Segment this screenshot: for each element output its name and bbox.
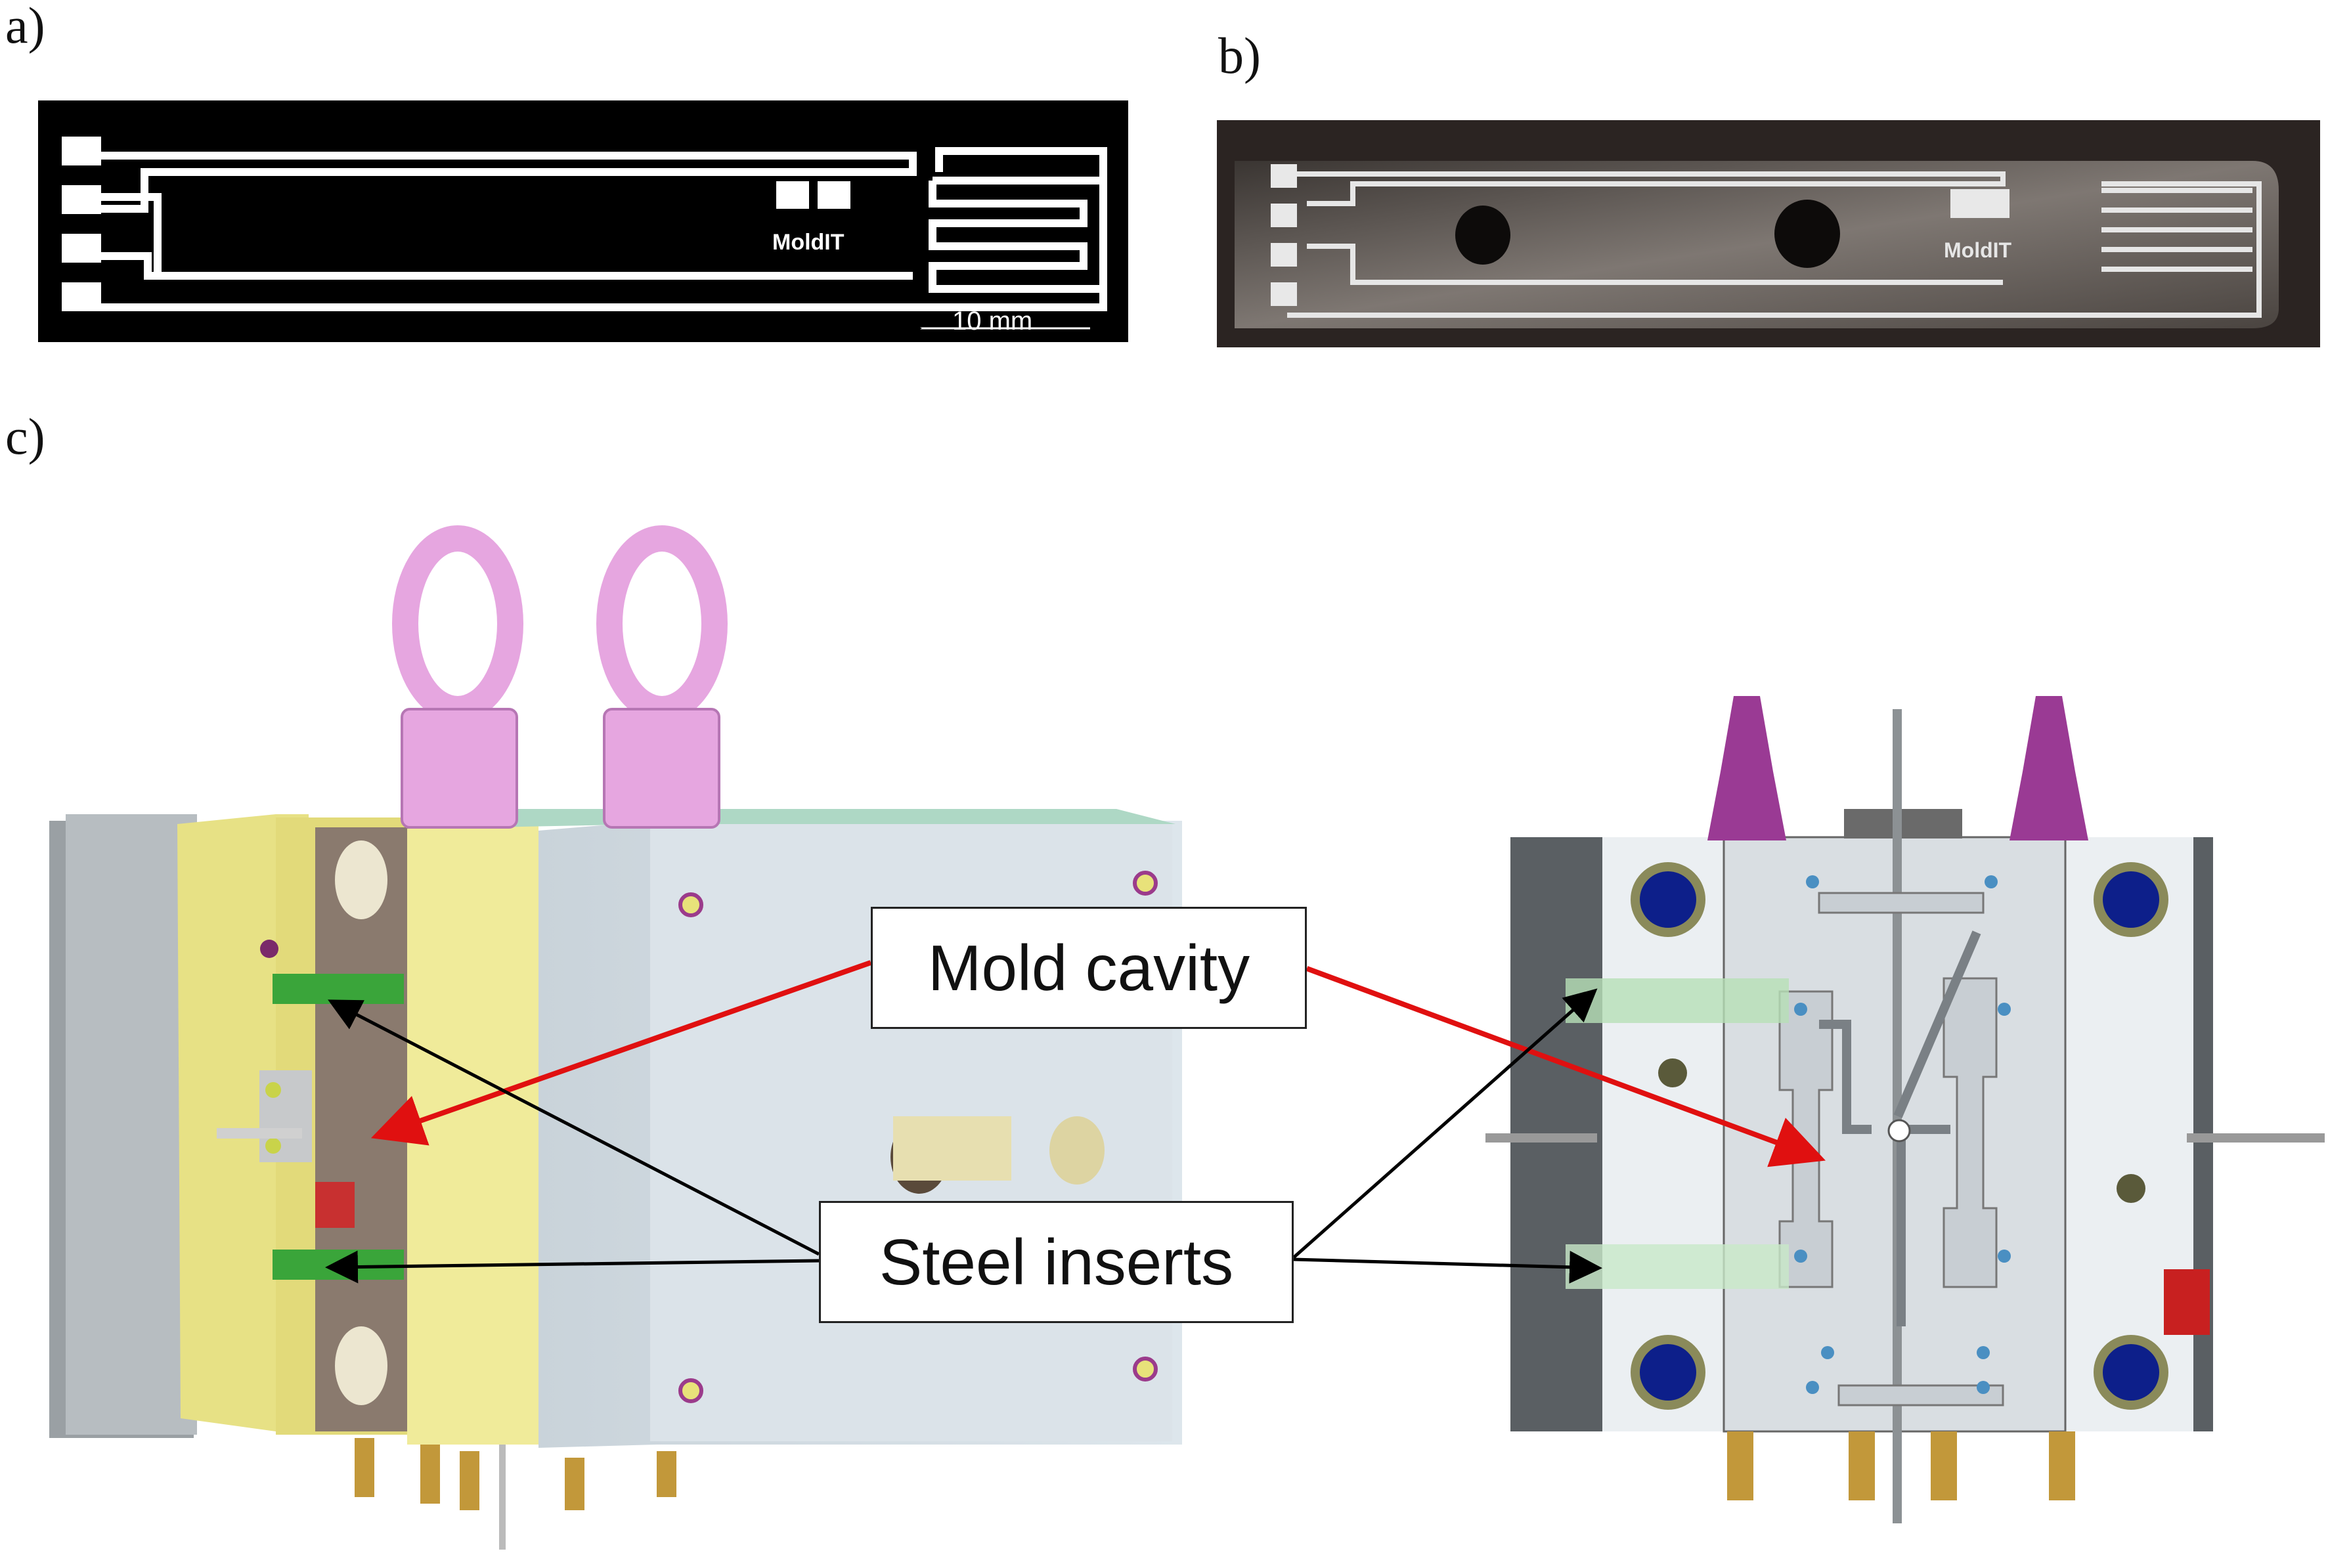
sensor-photo-logo-text: MoldIT bbox=[1944, 238, 2012, 262]
arrow-mold-cavity-left bbox=[370, 960, 872, 1146]
annotation-arrows bbox=[325, 960, 1826, 1284]
panel-label-a: a) bbox=[5, 0, 45, 54]
steel-inserts-callout: Steel inserts bbox=[819, 1201, 1294, 1323]
mold-isometric-view bbox=[49, 525, 1182, 1550]
sensor-hole-left bbox=[1455, 206, 1510, 265]
steel-insert-bottom bbox=[273, 1250, 404, 1280]
sensor-logo-text: MoldIT bbox=[772, 230, 845, 255]
sensor-hole-right bbox=[1774, 200, 1840, 268]
scale-bar-label: 10 mm bbox=[952, 307, 1032, 336]
arrow-mold-cavity-right bbox=[1306, 966, 1826, 1167]
panel-label-c: c) bbox=[5, 408, 45, 465]
arrow-steel-insert-right-top bbox=[1292, 988, 1598, 1259]
mold-front-view bbox=[1485, 696, 2325, 1523]
panel-label-b: b) bbox=[1218, 27, 1261, 84]
arrow-steel-insert-left-top bbox=[328, 999, 820, 1256]
sensor-photo: MoldIT bbox=[1217, 120, 2320, 347]
arrow-steel-insert-left-bottom bbox=[325, 1250, 820, 1284]
mold-cavity-callout: Mold cavity bbox=[871, 907, 1307, 1029]
steel-insert-top bbox=[273, 974, 404, 1004]
sensor-layout-image: MoldIT 10 mm bbox=[38, 100, 1128, 342]
arrow-steel-insert-right-bottom bbox=[1293, 1250, 1602, 1284]
